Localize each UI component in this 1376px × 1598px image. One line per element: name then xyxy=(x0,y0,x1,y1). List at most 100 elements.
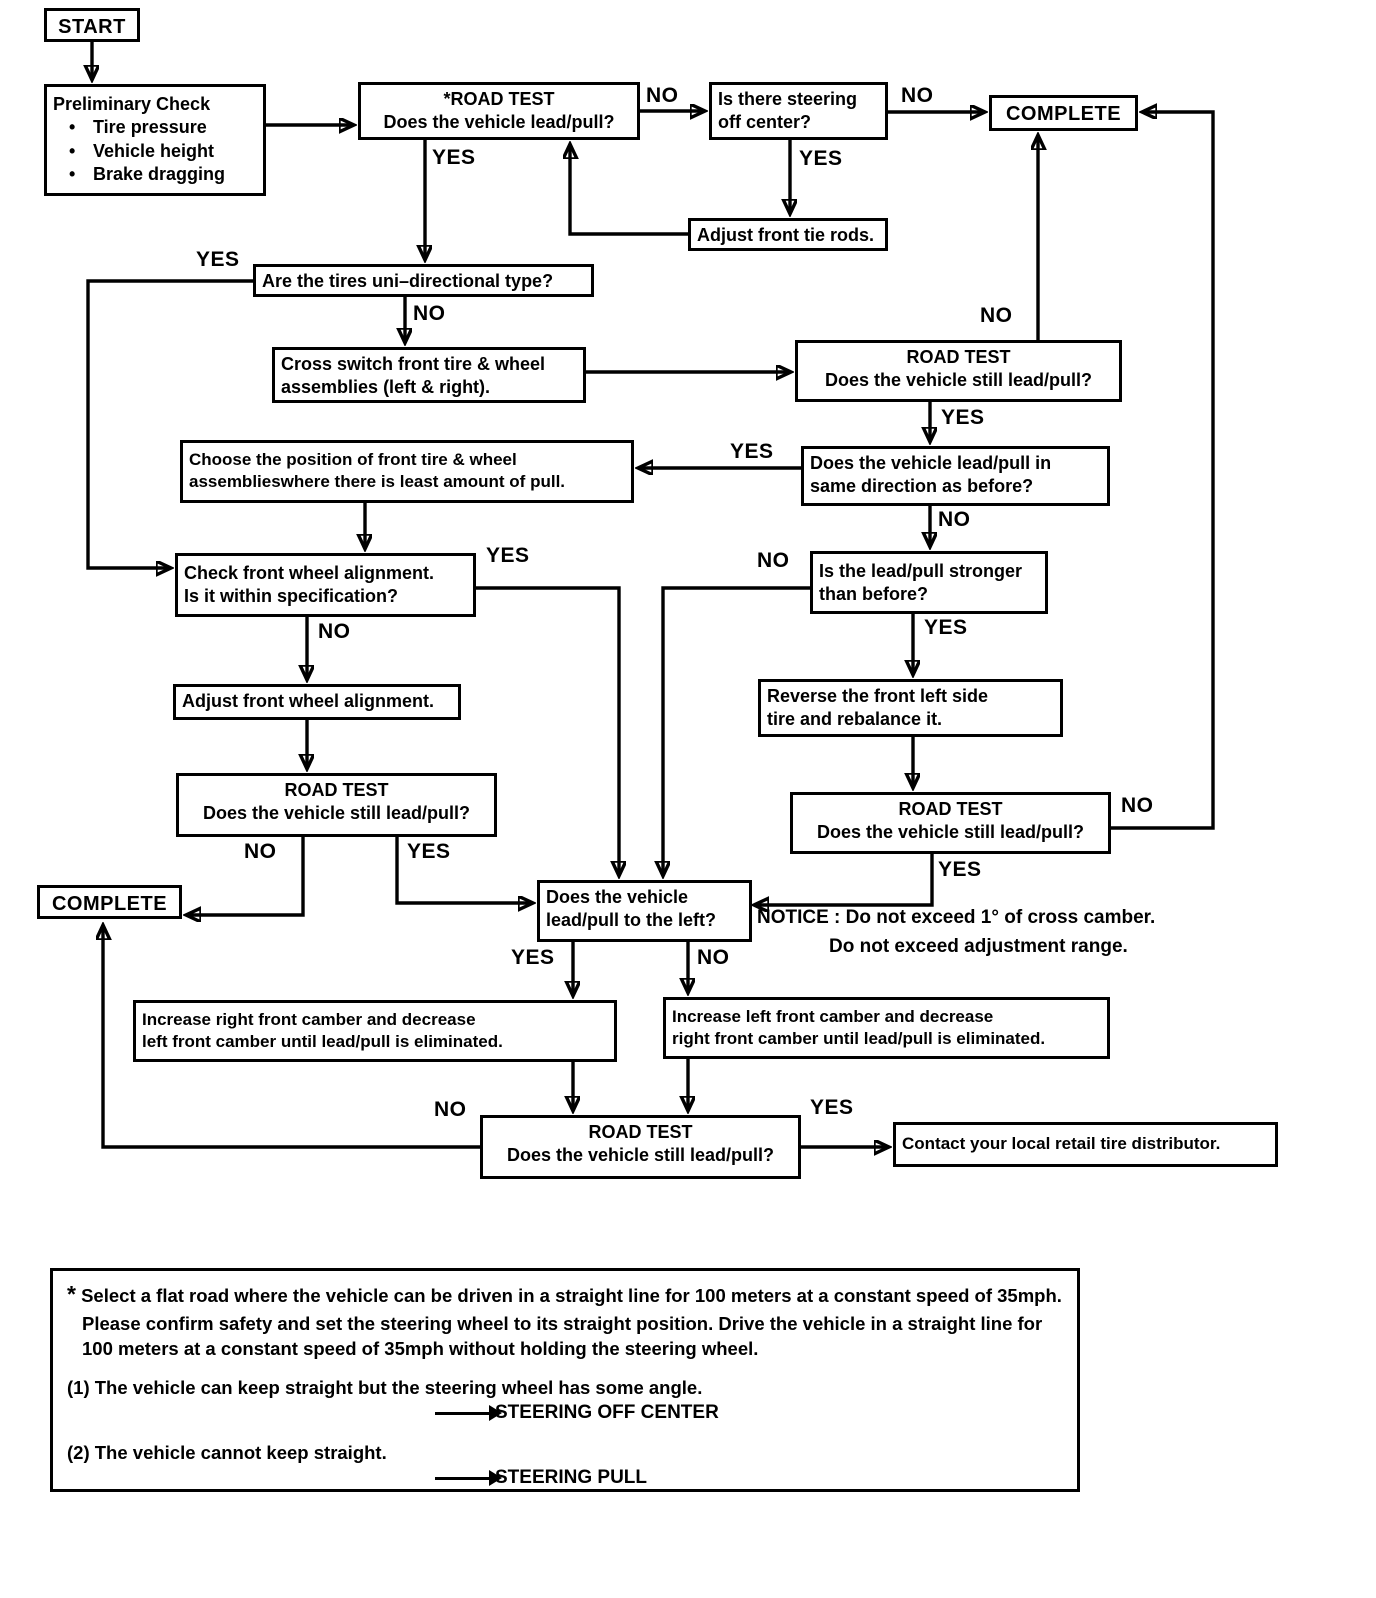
node-check-alignment: Check front wheel alignment. Is it withi… xyxy=(175,553,476,617)
node-label: COMPLETE xyxy=(1005,103,1122,125)
edge-roadtest3-no xyxy=(188,837,305,915)
node-line: Does the vehicle lead/pull in xyxy=(810,453,1052,473)
footnote-note-text: Select a flat road where the vehicle can… xyxy=(81,1285,1062,1360)
node-line: same direction as before? xyxy=(810,476,1034,497)
node-line: ROAD TEST xyxy=(906,347,1011,367)
node-increase-left-camber: Increase left front camber and decrease … xyxy=(663,997,1110,1059)
node-line: ROAD TEST xyxy=(588,1122,693,1142)
footnote-case1: (1) The vehicle can keep straight but th… xyxy=(67,1376,703,1398)
bullet-item: Vehicle height xyxy=(53,140,257,163)
node-line: Are the tires uni–directional type? xyxy=(262,271,554,291)
edge-label-no: NO xyxy=(1121,794,1154,817)
edge-label-yes: YES xyxy=(486,544,530,567)
node-line: lead/pull to the left? xyxy=(546,910,716,931)
node-line: Choose the position of front tire & whee… xyxy=(189,450,517,469)
node-line: Does the vehicle still lead/pull? xyxy=(506,1145,775,1166)
right-arrow-icon xyxy=(435,1405,502,1422)
edge-label-yes: YES xyxy=(938,858,982,881)
node-line: right front camber until lead/pull is el… xyxy=(672,1029,1046,1049)
edge-label-no: NO xyxy=(757,549,790,572)
bullet-item: Brake dragging xyxy=(53,163,257,186)
edge-label-no: NO xyxy=(697,946,730,969)
footnote-case2-result-text: STEERING PULL xyxy=(495,1467,648,1489)
edge-roadtest5-no-loop xyxy=(103,927,480,1149)
edge-label-no: NO xyxy=(434,1098,467,1121)
edge-roadtest4-yes xyxy=(756,854,934,905)
node-road-test-final: ROAD TEST Does the vehicle still lead/pu… xyxy=(480,1115,801,1179)
node-line: Reverse the front left side xyxy=(767,686,989,706)
node-complete-top: COMPLETE xyxy=(989,95,1138,131)
edge-label-yes: YES xyxy=(810,1096,854,1119)
edge-label-yes: YES xyxy=(407,840,451,863)
node-road-test-initial: *ROAD TEST Does the vehicle lead/pull? xyxy=(358,82,640,140)
edge-label-no: NO xyxy=(318,620,351,643)
edge-label-yes: YES xyxy=(924,616,968,639)
node-line: Check front wheel alignment. xyxy=(184,563,435,583)
node-line: Does the vehicle xyxy=(546,887,689,907)
node-line: off center? xyxy=(718,112,812,133)
node-reverse-tire: Reverse the front left side tire and reb… xyxy=(758,679,1063,737)
node-line: Is it within specification? xyxy=(184,586,399,607)
node-line: left front camber until lead/pull is eli… xyxy=(142,1032,503,1052)
node-line: assemblies (left & right). xyxy=(281,377,491,398)
footnote-note: * Select a flat road where the vehicle c… xyxy=(67,1279,1063,1362)
node-lead-pull-stronger: Is the lead/pull stronger than before? xyxy=(810,551,1048,614)
bullet-item: Tire pressure xyxy=(53,116,257,139)
edge-label-yes: YES xyxy=(730,440,774,463)
node-increase-right-camber: Increase right front camber and decrease… xyxy=(133,1000,617,1062)
node-tires-unidirectional: Are the tires uni–directional type? xyxy=(253,264,594,297)
right-arrow-icon xyxy=(435,1470,502,1487)
edge-unidir-yes-loop xyxy=(86,279,253,568)
node-title: Preliminary Check xyxy=(53,94,211,114)
node-line: ROAD TEST xyxy=(898,799,1003,819)
footnote-case1-result: STEERING OFF CENTER xyxy=(435,1400,1063,1426)
edge-stronger-no xyxy=(663,586,810,874)
node-line: than before? xyxy=(819,584,929,605)
node-label: COMPLETE xyxy=(51,893,168,915)
footnote-case2-result: STEERING PULL xyxy=(435,1465,1063,1491)
node-line: Does the vehicle lead/pull? xyxy=(383,112,615,133)
node-label: START xyxy=(58,16,126,38)
node-line: Contact your local retail tire distribut… xyxy=(902,1134,1221,1154)
node-line: Adjust front wheel alignment. xyxy=(182,691,435,711)
node-cross-switch: Cross switch front tire & wheel assembli… xyxy=(272,347,586,403)
node-adjust-alignment: Adjust front wheel alignment. xyxy=(173,684,461,720)
node-line: Increase right front camber and decrease xyxy=(142,1010,476,1029)
edge-label-no: NO xyxy=(901,84,934,107)
node-line: Is the lead/pull stronger xyxy=(819,561,1023,581)
edge-roadtest4-no-loop xyxy=(1111,112,1215,830)
edge-label-no: NO xyxy=(244,840,277,863)
node-line: Adjust front tie rods. xyxy=(697,225,874,245)
node-same-direction: Does the vehicle lead/pull in same direc… xyxy=(801,446,1110,506)
node-lead-pull-left: Does the vehicle lead/pull to the left? xyxy=(537,880,752,942)
node-line: Does the vehicle still lead/pull? xyxy=(202,803,471,824)
node-line: Cross switch front tire & wheel xyxy=(281,354,546,374)
node-adjust-tie-rods: Adjust front tie rods. xyxy=(688,218,888,251)
edge-tierods-loop xyxy=(570,146,688,236)
node-line: assemblieswhere there is least amount of… xyxy=(189,472,566,492)
footnote-box: * Select a flat road where the vehicle c… xyxy=(50,1268,1080,1492)
edge-label-no: NO xyxy=(413,302,446,325)
edge-checkalign-yes xyxy=(476,586,619,874)
notice-block: NOTICE : Do not exceed 1° of cross cambe… xyxy=(757,903,1155,962)
edge-roadtest3-yes xyxy=(395,837,531,903)
notice-line: NOTICE : Do not exceed 1° of cross cambe… xyxy=(757,907,1156,928)
node-start: START xyxy=(44,8,140,42)
edge-label-no: NO xyxy=(938,508,971,531)
node-line: Does the vehicle still lead/pull? xyxy=(816,822,1085,843)
node-line: tire and rebalance it. xyxy=(767,709,943,730)
edge-label-no: NO xyxy=(980,304,1013,327)
node-road-test-2: ROAD TEST Does the vehicle still lead/pu… xyxy=(795,340,1122,402)
footnote-case2: (2) The vehicle cannot keep straight. xyxy=(67,1441,387,1463)
node-line: Is there steering xyxy=(718,89,858,109)
node-road-test-3: ROAD TEST Does the vehicle still lead/pu… xyxy=(176,773,497,837)
node-line: Does the vehicle still lead/pull? xyxy=(824,370,1093,391)
node-road-test-4: ROAD TEST Does the vehicle still lead/pu… xyxy=(790,792,1111,854)
node-line: Increase left front camber and decrease xyxy=(672,1007,994,1026)
edge-label-yes: YES xyxy=(432,146,476,169)
edge-label-yes: YES xyxy=(196,248,240,271)
edge-label-no: NO xyxy=(646,84,679,107)
node-contact-distributor: Contact your local retail tire distribut… xyxy=(893,1122,1278,1167)
